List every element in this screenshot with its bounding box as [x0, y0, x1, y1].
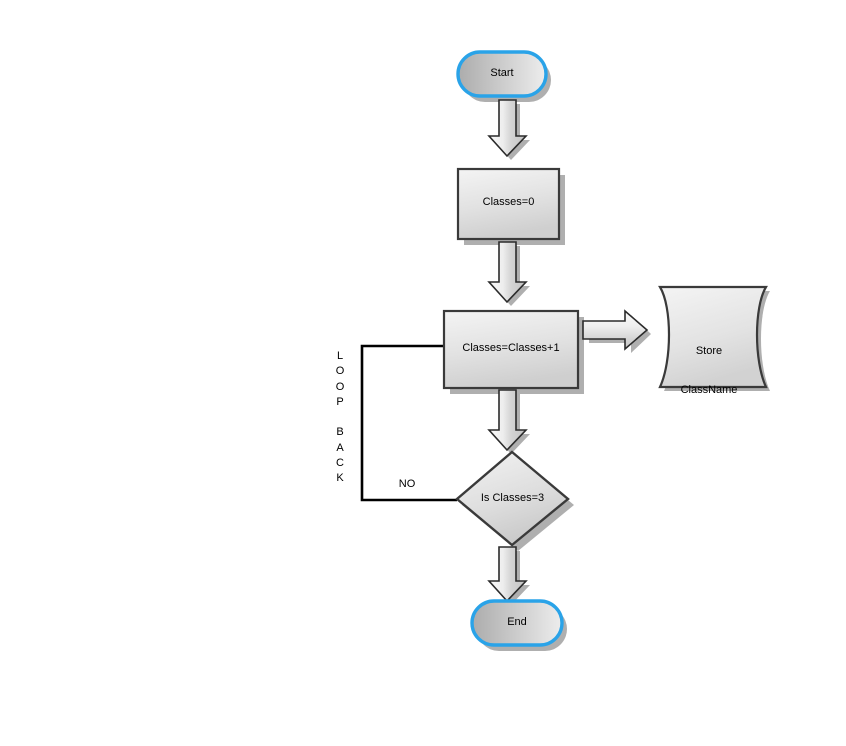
node-end[interactable]: [470, 599, 564, 647]
node-decision-shape: [455, 450, 570, 547]
connector-increment-to-store: [582, 309, 649, 351]
node-init-shape: [456, 167, 561, 241]
node-start-shape: [456, 50, 548, 98]
node-init[interactable]: [456, 167, 561, 241]
connector-init-to-increment: [487, 241, 528, 304]
node-store[interactable]: [658, 285, 768, 389]
connector-increment-to-decision: [487, 389, 528, 452]
connector-loop-back: [360, 344, 457, 502]
connector-start-to-init: [487, 99, 528, 158]
node-store-shape: [658, 285, 768, 389]
edge-label-loop-back: L O O P B A C K: [335, 350, 345, 485]
node-increment[interactable]: [442, 309, 580, 390]
node-start[interactable]: [456, 50, 548, 98]
node-increment-shape: [442, 309, 580, 390]
node-end-shape: [470, 599, 564, 647]
node-decision[interactable]: [455, 450, 570, 547]
edge-label-no: NO: [398, 478, 416, 490]
connector-decision-to-end: [487, 546, 528, 603]
